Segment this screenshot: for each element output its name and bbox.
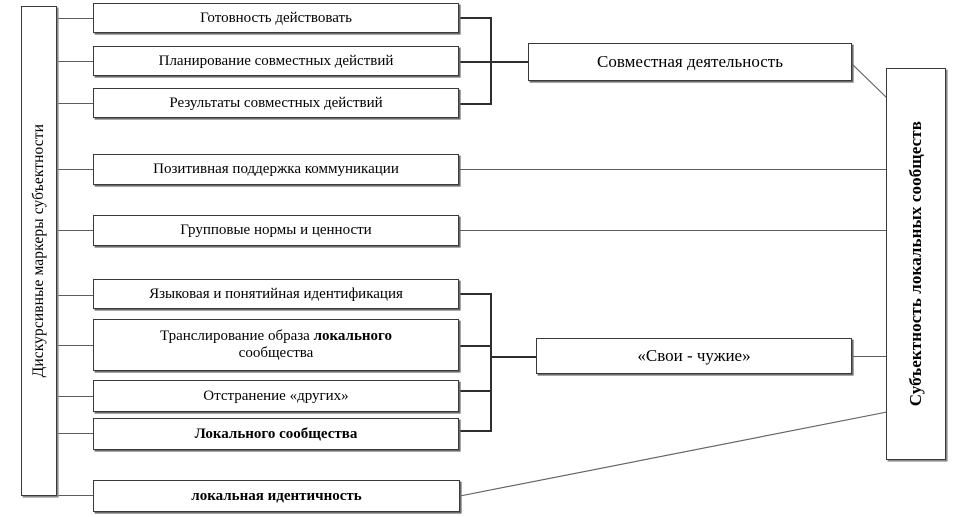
node-planning[interactable]: Планирование совместных действий (93, 46, 459, 76)
connector-left-stub-readiness (57, 18, 93, 19)
connector-image-broadcast-out (459, 345, 492, 347)
node-othering[interactable]: Отстранение «других» (93, 380, 459, 412)
connector-joint-activity-diagonal-to-subjectness (850, 62, 888, 99)
node-language-id[interactable]: Языковая и понятийная идентификация (93, 279, 459, 309)
connector-language-id-out (459, 293, 492, 295)
left-pillar-discursive-markers: Дискурсивные маркеры субъектности (21, 6, 57, 496)
connector-local-identity-diagonal-to-subjectness (459, 411, 888, 497)
node-results[interactable]: Результаты совместных действий (93, 88, 459, 118)
node-results-label: Результаты совместных действий (169, 94, 383, 111)
connector-us-them-to-subjectness (851, 356, 886, 357)
node-joint-activity-label: Совместная деятельность (597, 52, 783, 72)
node-image-broadcast[interactable]: Транслирование образа локального сообщес… (93, 319, 459, 371)
connector-left-stub-local-identity (57, 495, 93, 496)
connector-results-out (459, 103, 492, 105)
node-us-them[interactable]: «Свои - чужие» (536, 338, 852, 374)
node-image-broadcast-label: Транслирование образа локального сообщес… (100, 328, 452, 362)
connector-group-norms-to-subjectness (459, 230, 886, 231)
node-image-broadcast-label-plain: Транслирование образа (160, 328, 314, 345)
connector-left-stub-results (57, 103, 93, 104)
node-us-them-label: «Свои - чужие» (637, 346, 751, 366)
connector-positive-support-to-subjectness (459, 169, 886, 170)
node-language-id-label: Языковая и понятийная идентификация (149, 285, 403, 302)
node-local-identity[interactable]: локальная идентичность (93, 480, 460, 512)
connector-bottom-group-to-us-them (490, 356, 536, 358)
connector-left-stub-planning (57, 61, 93, 62)
node-image-broadcast-label-bold: локального (313, 328, 392, 345)
node-othering-label: Отстранение «других» (203, 387, 349, 404)
connector-left-stub-language-id (57, 295, 93, 296)
node-readiness[interactable]: Готовность действовать (93, 3, 459, 33)
connector-left-stub-image-broadcast (57, 345, 93, 346)
node-positive-support-label: Позитивная поддержка коммуникации (153, 161, 399, 178)
node-planning-label: Планирование совместных действий (158, 52, 394, 69)
node-local-community-label: Локального сообщества (194, 425, 358, 442)
node-image-broadcast-label-line2: сообщества (238, 345, 314, 361)
connector-left-stub-positive-support (57, 169, 93, 170)
right-pillar-local-community-subjectness: Субъектность локальных сообществ (886, 68, 946, 460)
connector-othering-out (459, 390, 492, 392)
connector-readiness-out (459, 17, 492, 19)
node-local-identity-label: локальная идентичность (191, 487, 362, 504)
node-local-community[interactable]: Локального сообщества (93, 418, 459, 450)
connector-left-stub-othering (57, 396, 93, 397)
node-joint-activity[interactable]: Совместная деятельность (528, 43, 852, 81)
connector-left-stub-group-norms (57, 230, 93, 231)
node-group-norms[interactable]: Групповые нормы и ценности (93, 215, 459, 246)
connector-planning-out (459, 61, 492, 63)
connector-bottom-group-spine (490, 293, 492, 431)
connector-local-community-out (459, 430, 492, 432)
connector-top-group-to-joint-activity (490, 61, 528, 63)
node-group-norms-label: Групповые нормы и ценности (180, 222, 372, 239)
node-readiness-label: Готовность действовать (200, 9, 352, 26)
left-pillar-label: Дискурсивные маркеры субъектности (30, 124, 47, 378)
right-pillar-label: Субъектность локальных сообществ (906, 121, 925, 407)
connector-left-stub-local-community (57, 433, 93, 434)
node-positive-support[interactable]: Позитивная поддержка коммуникации (93, 154, 459, 185)
